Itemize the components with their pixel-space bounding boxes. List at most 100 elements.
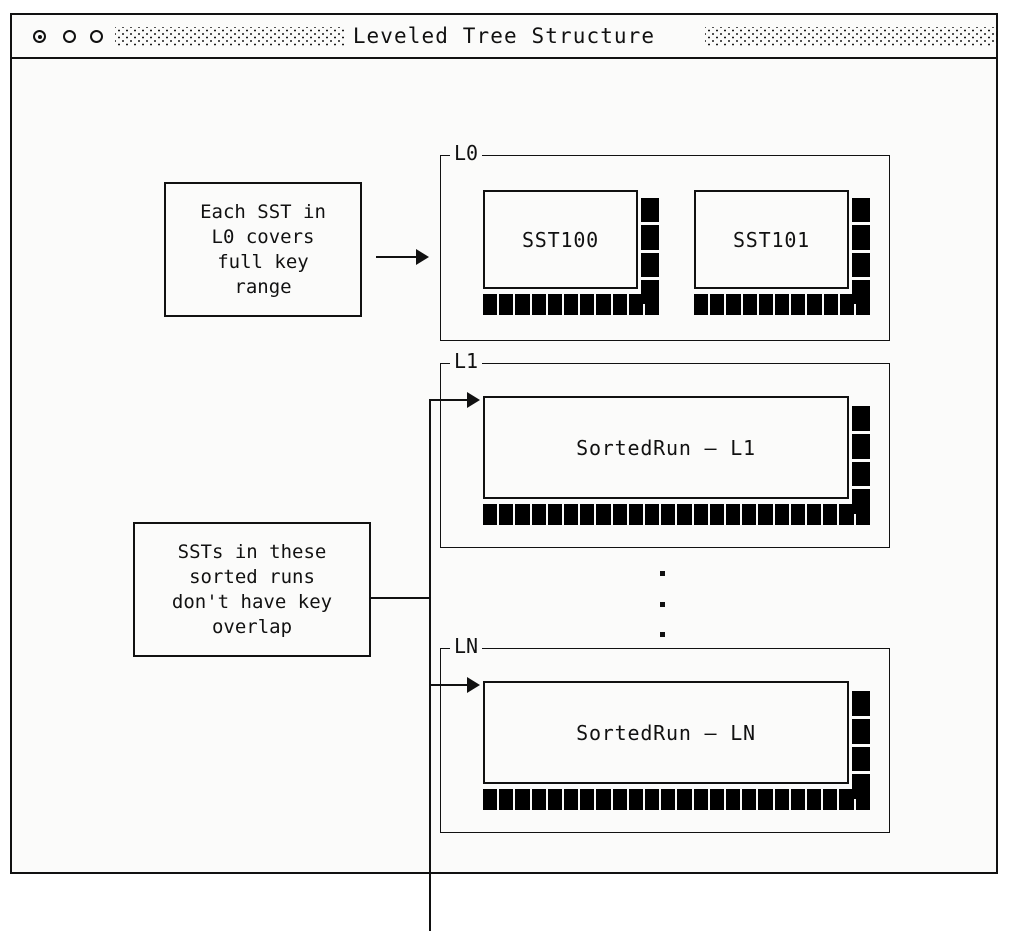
block <box>855 789 870 810</box>
block <box>823 789 838 810</box>
block <box>483 504 498 525</box>
block <box>709 789 725 810</box>
block <box>515 294 530 315</box>
bottom-blocks-sortedrun-ln <box>483 789 870 810</box>
block <box>839 789 854 810</box>
circle-dot-icon[interactable] <box>33 30 46 43</box>
arrowhead-icon <box>467 392 480 408</box>
block <box>726 504 741 525</box>
block <box>580 789 595 810</box>
level-label-ln: LN <box>450 636 483 656</box>
block <box>515 789 530 810</box>
connector-note-l0 <box>376 256 418 258</box>
block <box>852 433 870 459</box>
block <box>758 789 773 810</box>
connector-branch-vertical <box>429 399 431 931</box>
screenshot-root: Leveled Tree Structure Each SST in L0 co… <box>10 13 998 931</box>
block <box>628 504 644 525</box>
unit-box-sortedrun-ln[interactable]: SortedRun – LN <box>483 681 849 784</box>
level-l0: L0 SST100 <box>440 143 890 341</box>
block <box>823 504 838 525</box>
block <box>709 504 725 525</box>
block <box>677 504 692 525</box>
unit-sst100: SST100 <box>483 190 660 315</box>
block <box>790 789 806 810</box>
dot <box>659 571 665 576</box>
block <box>852 406 870 431</box>
block <box>580 294 595 315</box>
dotted-hatch-texture-right <box>705 27 997 46</box>
block <box>855 504 870 525</box>
block <box>641 252 659 277</box>
block <box>790 504 806 525</box>
unit-sst101: SST101 <box>694 190 871 315</box>
level-ln: LN SortedRun – LN <box>440 636 890 833</box>
block <box>852 746 870 772</box>
block <box>612 294 627 315</box>
side-blocks-sst100 <box>641 198 659 304</box>
block <box>628 789 644 810</box>
block <box>596 504 611 525</box>
block <box>515 504 530 525</box>
window-titlebar: Leveled Tree Structure <box>12 15 997 59</box>
block <box>852 225 870 250</box>
block <box>742 789 757 810</box>
block <box>661 504 676 525</box>
block <box>483 294 498 315</box>
arrowhead-icon <box>416 249 429 265</box>
unit-box-sst101[interactable]: SST101 <box>694 190 849 289</box>
block <box>852 718 870 744</box>
block <box>612 504 627 525</box>
app-window: Leveled Tree Structure Each SST in L0 co… <box>10 13 998 931</box>
block <box>726 294 741 315</box>
unit-box-sst100[interactable]: SST100 <box>483 190 638 289</box>
unit-sortedrun-ln: SortedRun – LN <box>483 681 870 810</box>
block <box>693 789 708 810</box>
block <box>596 789 611 810</box>
block <box>499 294 514 315</box>
block <box>661 789 676 810</box>
block <box>641 225 659 250</box>
bottom-blocks-sortedrun-l1 <box>483 504 870 525</box>
connector-branch-to-ln <box>429 684 469 686</box>
arrowhead-icon <box>467 677 480 693</box>
block <box>791 294 806 315</box>
block <box>564 504 579 525</box>
block <box>694 294 709 315</box>
block <box>531 504 546 525</box>
block <box>774 504 789 525</box>
block <box>677 789 692 810</box>
block <box>531 294 546 315</box>
side-blocks-sst101 <box>852 198 870 304</box>
block <box>855 294 871 315</box>
block <box>758 504 773 525</box>
diagram-canvas: Each SST in L0 covers full key range L0 … <box>12 59 996 931</box>
level-l1: L1 SortedRun – L1 <box>440 351 890 548</box>
block <box>580 504 595 525</box>
side-blocks-sortedrun-l1 <box>852 406 870 514</box>
block <box>628 294 643 315</box>
level-label-l0: L0 <box>450 143 483 163</box>
block <box>839 294 854 315</box>
block <box>774 294 790 315</box>
dot <box>659 601 665 607</box>
block <box>564 789 579 810</box>
block <box>852 252 870 277</box>
block <box>839 504 854 525</box>
block <box>644 294 660 315</box>
note-l0: Each SST in L0 covers full key range <box>164 182 362 317</box>
connector-note-sorted-runs <box>371 597 430 599</box>
unit-box-sortedrun-l1[interactable]: SortedRun – L1 <box>483 396 849 499</box>
block <box>596 294 611 315</box>
block <box>742 294 757 315</box>
block <box>726 789 741 810</box>
circle-icon[interactable] <box>63 30 76 43</box>
block <box>499 789 514 810</box>
circle-icon[interactable] <box>90 30 103 43</box>
side-blocks-sortedrun-ln <box>852 691 870 799</box>
block <box>483 789 498 810</box>
block <box>774 789 789 810</box>
dotted-hatch-texture-left <box>115 27 345 46</box>
block <box>693 504 708 525</box>
block <box>547 294 562 315</box>
